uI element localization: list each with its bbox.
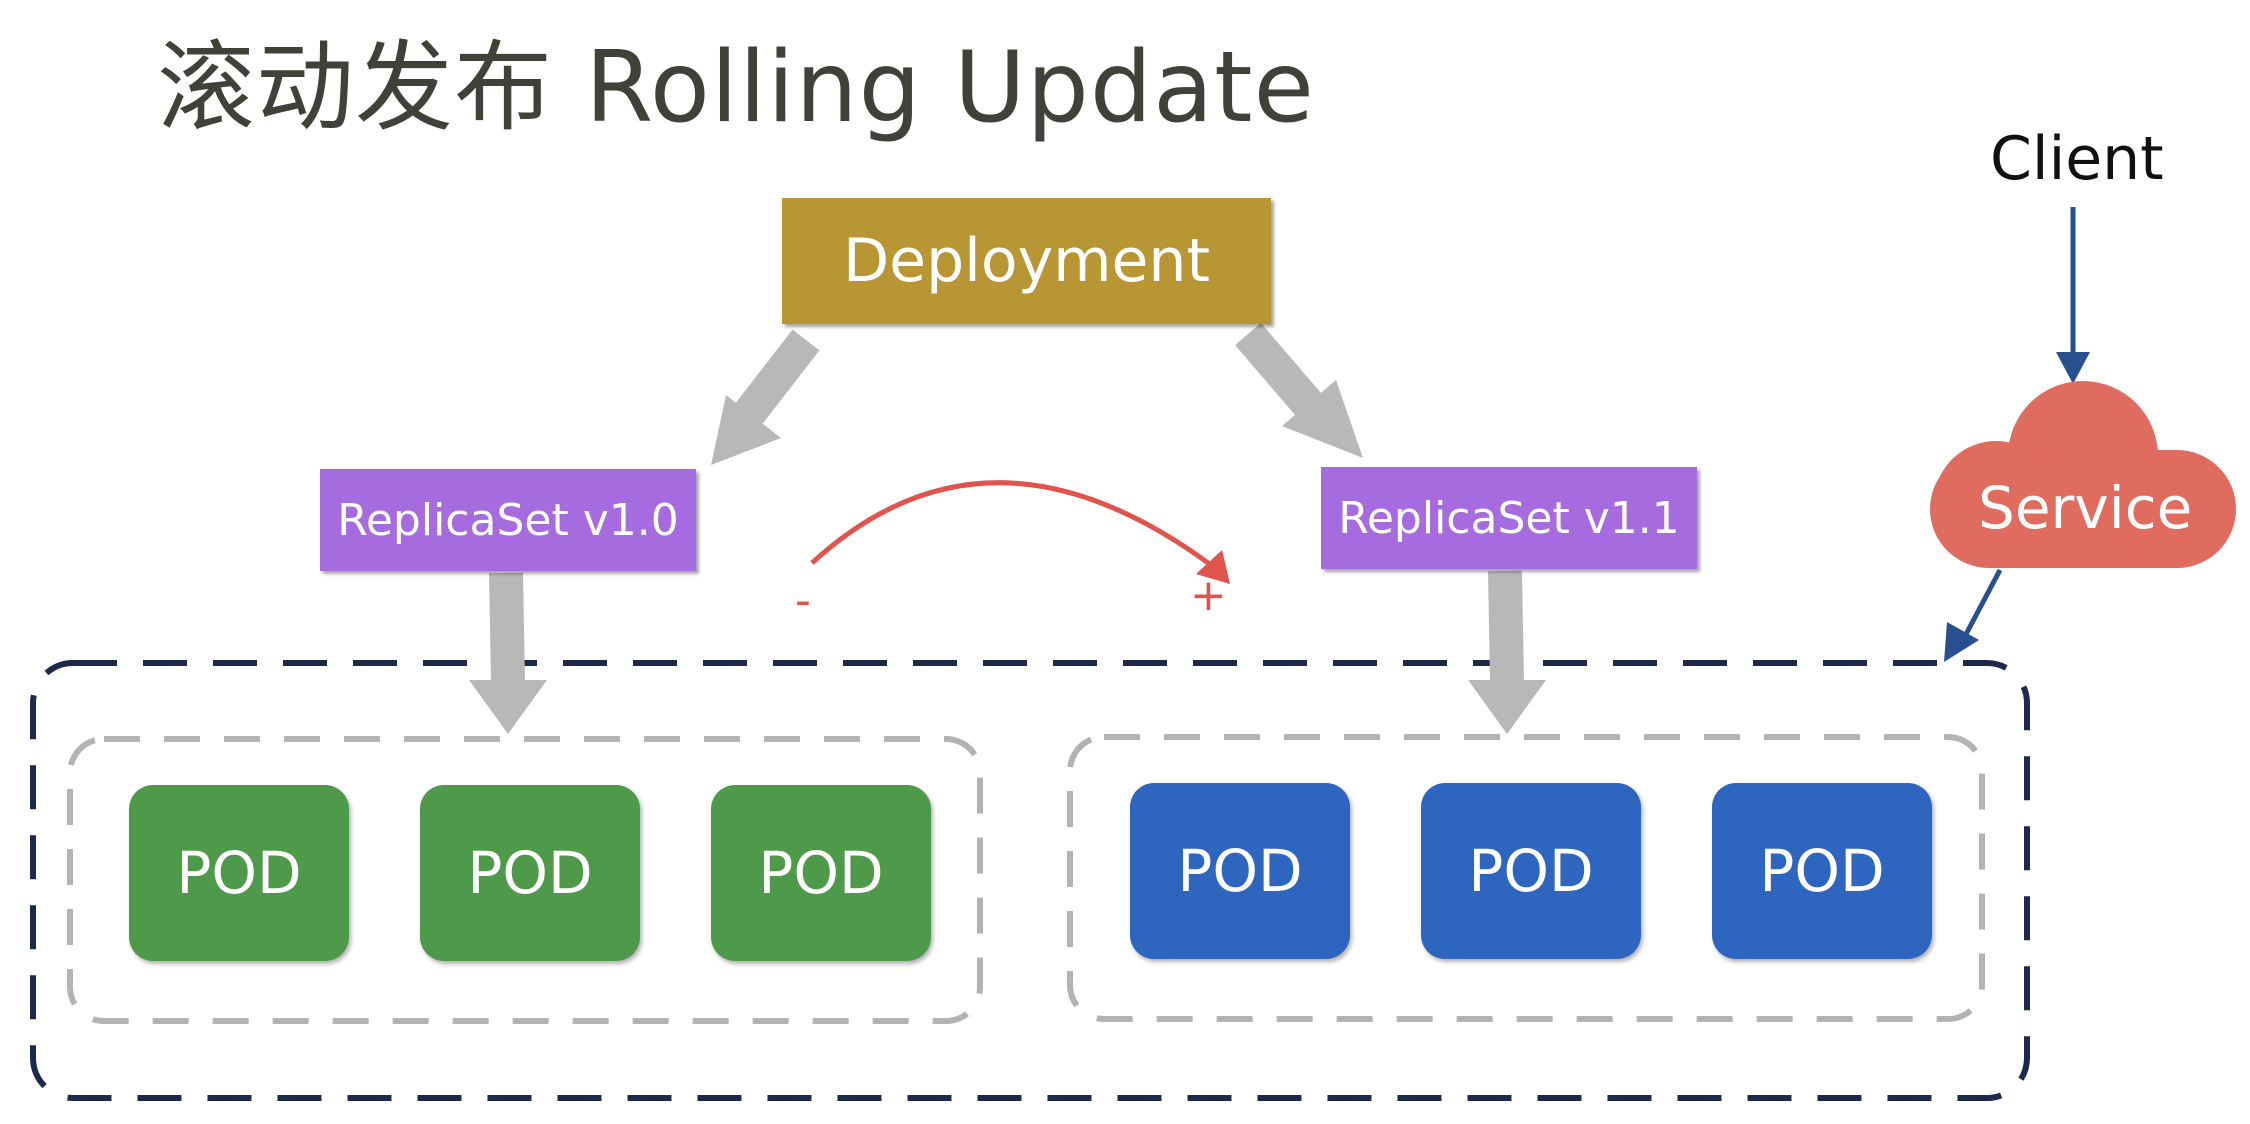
service-to-pods-arrow	[1944, 568, 2003, 662]
rolling-transition-arrow	[810, 480, 1230, 584]
pod-new-2: POD	[1421, 783, 1641, 959]
pod-new-3: POD	[1712, 783, 1932, 959]
replicaset-v1-1-box: ReplicaSet v1.1	[1321, 467, 1697, 569]
client-label: Client	[1990, 124, 2164, 194]
service-label: Service	[1978, 474, 2193, 542]
replicaset-old-pod-group	[67, 736, 983, 1024]
scale-down-sign: -	[795, 575, 811, 626]
scale-up-sign: +	[1190, 570, 1227, 621]
pod-old-1: POD	[129, 785, 349, 961]
client-to-service-arrow	[2056, 207, 2090, 384]
deployment-to-rs-new-arrow	[1235, 322, 1363, 458]
pod-new-1: POD	[1130, 783, 1350, 959]
rs-old-to-pods-arrow	[469, 572, 547, 734]
deployment-box: Deployment	[782, 198, 1271, 324]
service-cloud-icon	[1930, 381, 2236, 568]
replicaset-v1-0-box: ReplicaSet v1.0	[320, 469, 696, 571]
pod-old-3: POD	[711, 785, 931, 961]
pod-old-2: POD	[420, 785, 640, 961]
deployment-to-rs-old-arrow	[711, 329, 820, 465]
replicaset-new-pod-group	[1067, 734, 1985, 1022]
rs-new-to-pods-arrow	[1468, 570, 1546, 734]
page-title: 滚动发布 Rolling Update	[157, 31, 1315, 145]
